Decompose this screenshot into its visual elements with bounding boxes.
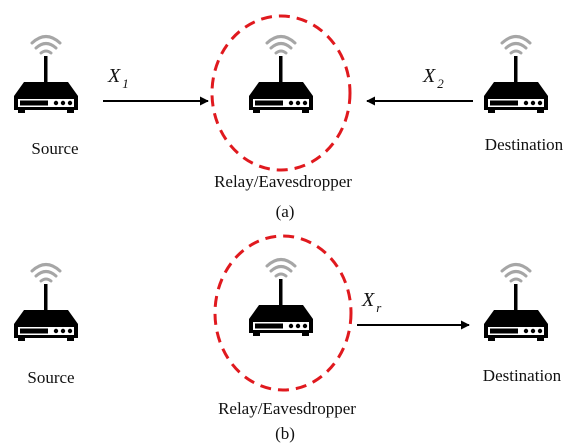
source-router-icon [12,263,80,342]
panel-b-caption: (b) [275,424,295,443]
source-label: Source [27,368,74,387]
eavesdropper-circle [210,14,352,172]
relay-label: Relay/Eavesdropper [214,172,352,191]
eavesdropper-circle [213,234,353,392]
destination-label: Destination [485,135,564,154]
destination-router-icon [482,35,550,114]
panel-a-caption: (a) [276,202,295,221]
destination-router-icon [482,263,550,342]
source-label: Source [31,139,78,158]
relay-router-icon [247,35,315,114]
destination-label: Destination [483,366,562,385]
source-router-icon [12,35,80,114]
relay-label: Relay/Eavesdropper [218,399,356,418]
relay-router-icon [247,258,315,337]
